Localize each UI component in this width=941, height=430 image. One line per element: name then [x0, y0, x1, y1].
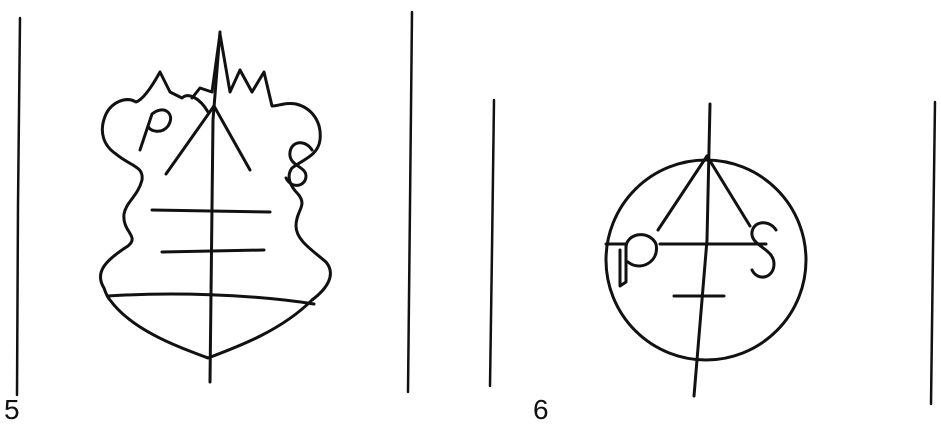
figure-number-5: 5	[4, 396, 20, 424]
separator-line	[490, 100, 494, 386]
house-mark-5	[100, 32, 330, 382]
staff-line	[694, 104, 710, 396]
apex-right	[214, 106, 250, 170]
crossbar-1	[152, 210, 270, 212]
separator-line	[931, 102, 935, 404]
staff-line	[210, 32, 220, 382]
initial-p-glyph	[606, 235, 657, 286]
initial-p-glyph	[140, 110, 171, 150]
separator-line	[17, 18, 20, 395]
crossbar-2	[162, 250, 264, 252]
initial-s-glyph	[752, 223, 776, 277]
apex-left	[166, 106, 214, 174]
house-mark-6	[606, 104, 806, 396]
separator-line	[408, 12, 412, 392]
figure-number-6: 6	[533, 396, 549, 424]
